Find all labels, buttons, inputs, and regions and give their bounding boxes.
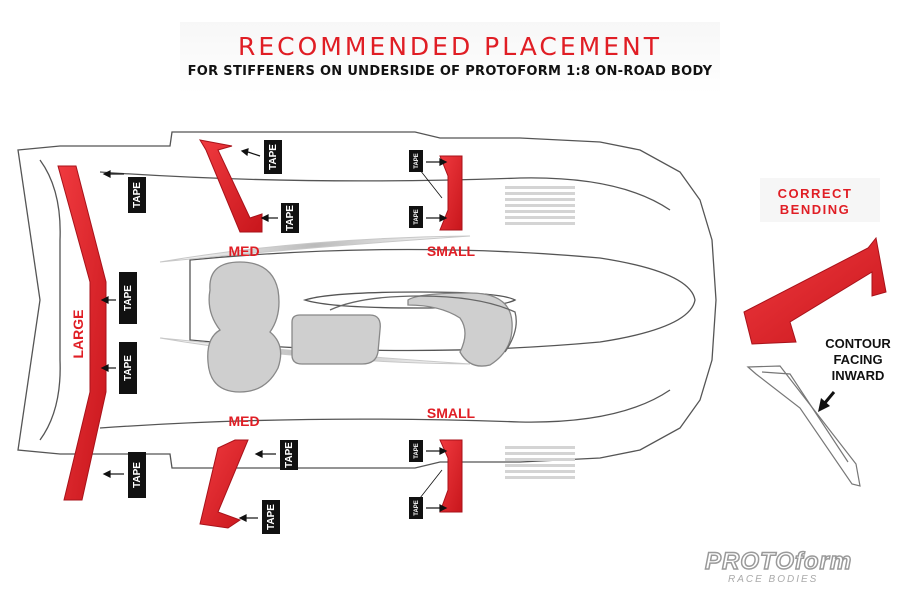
stiffener-small-bottom	[439, 439, 463, 513]
correct-bending-line2: BENDING	[780, 202, 850, 217]
tape-block: TAPE	[409, 497, 423, 519]
vent-top	[505, 186, 575, 225]
svg-text:TAPE: TAPE	[266, 504, 277, 530]
svg-text:TAPE: TAPE	[414, 209, 420, 225]
svg-text:TAPE: TAPE	[132, 462, 143, 488]
svg-text:TAPE: TAPE	[414, 443, 420, 459]
svg-text:TAPE: TAPE	[285, 205, 296, 231]
brand-tagline: RACE BODIES	[728, 574, 819, 585]
stiffener-med-bottom	[199, 439, 249, 529]
svg-text:TAPE: TAPE	[123, 355, 134, 381]
svg-text:TAPE: TAPE	[132, 182, 143, 208]
contour-line3: INWARD	[832, 368, 885, 383]
page-subtitle: FOR STIFFENERS ON UNDERSIDE OF PROTOFORM…	[187, 64, 713, 79]
tape-block: TAPE	[409, 150, 423, 172]
svg-text:TAPE: TAPE	[123, 285, 134, 311]
contour-line2: FACING	[833, 352, 882, 367]
tape-markers: TAPE TAPE TAPE TAPE TAPE TAPE TAPE TAPE	[119, 140, 423, 534]
contour-example	[746, 365, 861, 487]
contour-arrow	[818, 391, 836, 412]
label-med-top: MED	[228, 243, 259, 259]
label-small-top: SMALL	[427, 243, 476, 259]
tape-block: TAPE	[119, 342, 137, 394]
stiffener-small-top	[439, 155, 463, 231]
header-background	[180, 22, 720, 94]
correct-bending-panel: CORRECT BENDING	[760, 178, 880, 222]
tape-block: TAPE	[128, 177, 146, 213]
svg-text:TAPE: TAPE	[284, 442, 295, 468]
vent-bottom	[505, 446, 575, 479]
label-med-bottom: MED	[228, 413, 259, 429]
tape-block: TAPE	[280, 440, 298, 470]
correct-bending-line1: CORRECT	[778, 186, 853, 201]
svg-text:TAPE: TAPE	[414, 500, 420, 516]
tape-block: TAPE	[262, 500, 280, 534]
correct-bending-bg	[760, 178, 880, 222]
brand-logo: PROTOform	[704, 547, 853, 576]
cockpit	[207, 261, 517, 393]
tape-block: TAPE	[264, 140, 282, 174]
stiffener-large	[57, 165, 107, 501]
page-title: RECOMMENDED PLACEMENT	[237, 32, 662, 61]
label-large: LARGE	[70, 310, 86, 359]
label-small-bottom: SMALL	[427, 405, 476, 421]
stiffener-med-top	[198, 139, 263, 233]
tape-block: TAPE	[409, 206, 423, 228]
tape-block: TAPE	[128, 452, 146, 498]
svg-text:TAPE: TAPE	[414, 153, 420, 169]
svg-text:TAPE: TAPE	[268, 144, 279, 170]
tape-block: TAPE	[281, 203, 299, 233]
pointer-arrows	[100, 148, 448, 522]
tape-block: TAPE	[409, 440, 423, 462]
tape-block: TAPE	[119, 272, 137, 324]
bent-stiffener-example	[743, 236, 887, 345]
contour-line1: CONTOUR	[825, 336, 891, 351]
